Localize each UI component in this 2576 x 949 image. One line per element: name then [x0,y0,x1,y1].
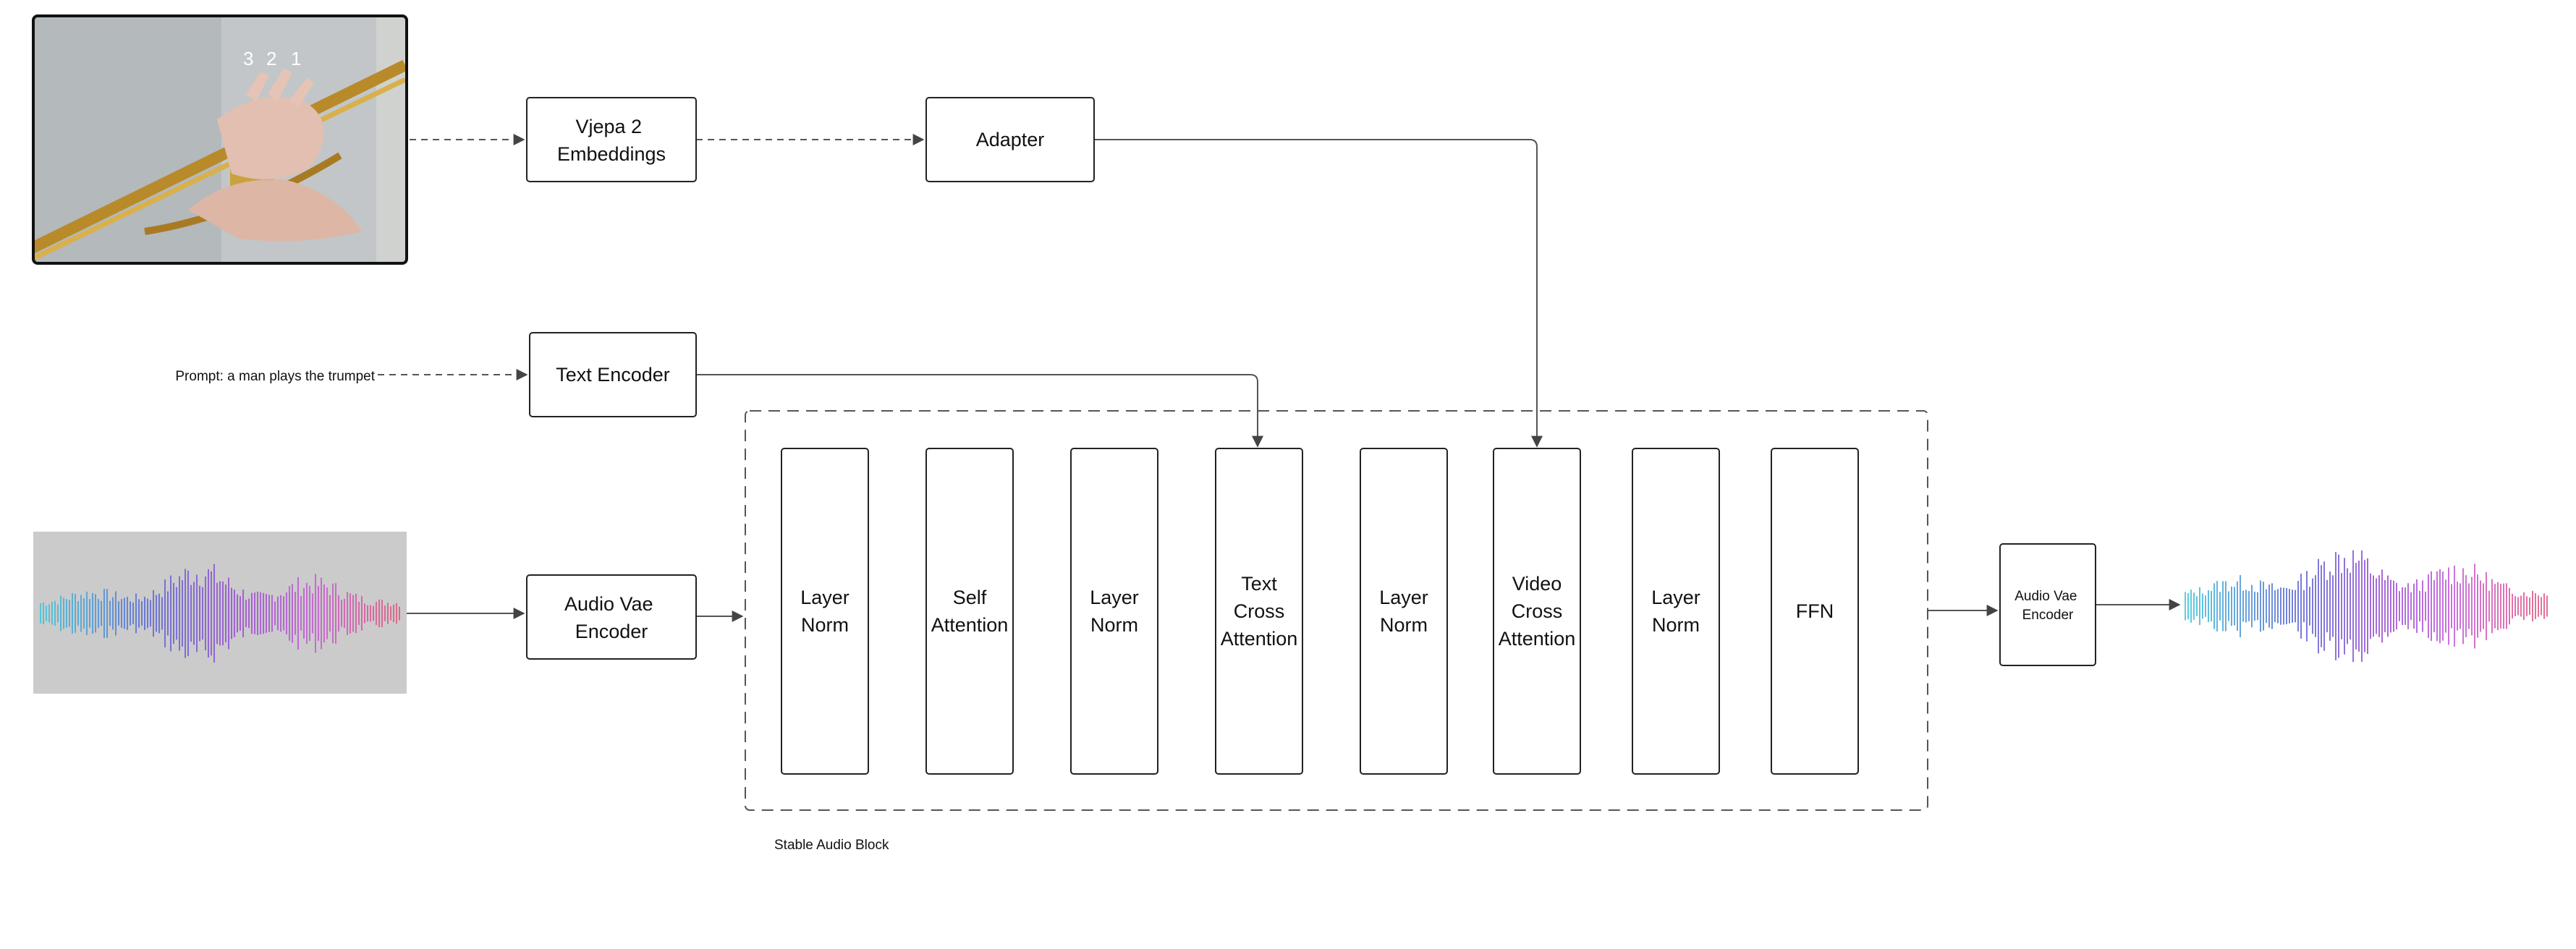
arrow-adapter-to-video-cross-attention [1094,139,1543,448]
text-encoder-box: Text Encoder [529,332,697,417]
video-overlay-digit-3: 3 [243,48,253,69]
layer-norm-3-label-line-1: Layer [1379,587,1428,608]
layer-norm-4-label-line-1: Layer [1651,587,1700,608]
self-attention-label-line-1: Self [953,587,987,608]
video-frame-image: 3 2 1 [32,14,408,265]
layer-norm-2-label-line-2: Norm [1090,614,1138,636]
audio-vae-in-line-1: Audio Vae [564,593,653,615]
layer-norm-1-label-line-1: Layer [800,587,850,608]
video-cross-attention-label-line-1: Video [1512,573,1562,595]
vjepa-embeddings-box: Vjepa 2 Embeddings [526,97,697,182]
ffn-box: FFN [1771,448,1859,775]
self-attention-label-line-2: Attention [931,614,1009,636]
stable-audio-block-label: Stable Audio Block [774,838,889,853]
audio-vae-encoder-input-box: Audio Vae Encoder [526,574,697,660]
layer-norm-1-label-line-2: Norm [801,614,849,636]
output-waveform [2185,550,2548,663]
adapter-box: Adapter [925,97,1095,182]
layer-norm-4-label-line-2: Norm [1652,614,1700,636]
svg-text:Vjepa 2 Embeddings: Vjepa 2 Embeddings [557,116,666,165]
svg-text:Audio Vae Encoder: Audio Vae Encoder [564,593,658,642]
svg-text:Audio Vae Encoder: Audio Vae Encoder [2014,589,2081,623]
ffn-label-line-1: FFN [1796,600,1834,622]
audio-vae-in-line-2: Encoder [575,621,648,642]
input-waveform [40,563,400,663]
video-overlay-digit-1: 1 [291,48,301,69]
video-overlay-digit-2: 2 [266,48,276,69]
arrow-text-encoder-to-text-cross-attention [696,374,1263,448]
svg-text:FFN: FFN [1796,600,1834,622]
text-cross-attention-label-line-2: Cross [1234,600,1285,622]
text-encoder-label: Text Encoder [556,364,670,386]
audio-vae-encoder-output-box: Audio Vae Encoder [1999,543,2096,666]
prompt-label: Prompt: a man plays the trumpet [175,369,375,384]
adapter-label: Adapter [976,129,1045,150]
layer-norm-3-label-line-2: Norm [1380,614,1428,636]
video-cross-attention-label-line-2: Cross [1512,600,1563,622]
video-cross-attention-label-line-3: Attention [1499,628,1576,650]
input-waveform-image [33,532,407,694]
audio-vae-out-line-1: Audio Vae [2014,589,2077,604]
text-cross-attention-label-line-3: Attention [1221,628,1298,650]
vjepa-label-line-2: Embeddings [557,143,666,165]
layer-norm-2-label-line-1: Layer [1090,587,1139,608]
audio-vae-out-line-2: Encoder [2022,608,2074,623]
vjepa-label-line-1: Vjepa 2 [575,116,642,137]
text-cross-attention-label-line-1: Text [1241,573,1277,595]
connectors [378,134,2181,622]
